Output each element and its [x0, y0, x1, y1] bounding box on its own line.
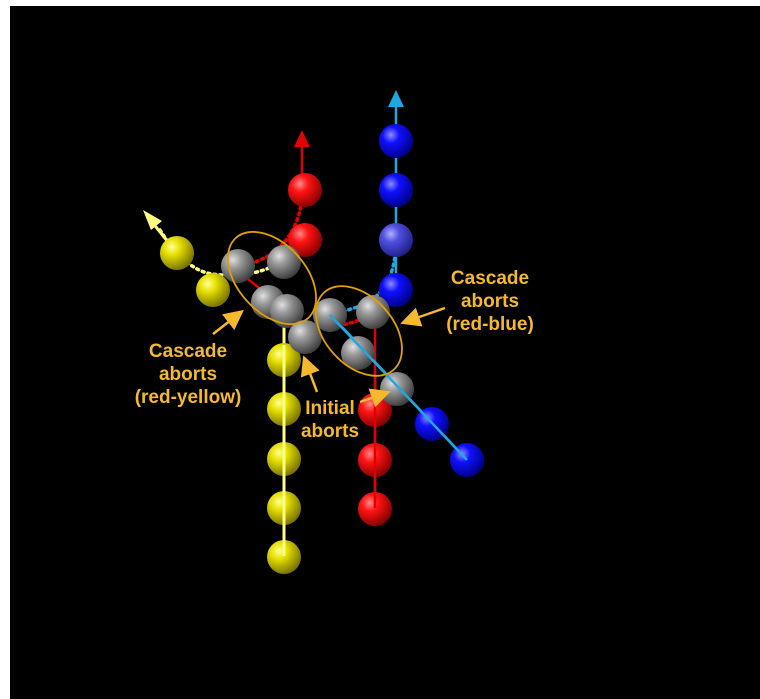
red-sphere: [288, 173, 322, 207]
blue-diagonal-line-overlay: [329, 314, 468, 461]
arrow-red-yellow-icon: [212, 309, 244, 335]
blue-sphere: [379, 124, 413, 158]
blue-sphere: [379, 223, 413, 257]
gray-spheres: [221, 245, 414, 406]
yellow-sphere: [160, 236, 194, 270]
gray-sphere: [288, 320, 322, 354]
red-blue-cascade-ellipse: [315, 285, 403, 377]
initial-aborts-label: Initial aborts: [300, 398, 360, 442]
red-sphere: [358, 492, 392, 526]
yellow-arrowhead-icon: [143, 210, 162, 230]
gray-sphere: [341, 336, 375, 370]
gray-sphere: [221, 249, 255, 283]
red-yellow-cascade-ellipse: [227, 230, 317, 326]
yellow-sphere: [267, 540, 301, 574]
red-arrowhead-icon: [294, 130, 310, 147]
cascade-red-blue-label: Cascade aborts (red-blue): [446, 268, 534, 335]
blue-arrowhead-icon: [388, 90, 404, 107]
red-sphere: [288, 223, 322, 257]
arrow-red-blue-icon: [400, 306, 446, 327]
diagram-canvas: Cascade aborts (red-yellow) Cascade abor…: [10, 6, 760, 699]
arrow-initial-up-icon: [300, 355, 320, 393]
blue-sphere: [379, 273, 413, 307]
cascade-red-yellow-label: Cascade aborts (red-yellow): [134, 341, 242, 408]
yellow-sphere: [196, 273, 230, 307]
gray-sphere: [356, 295, 390, 329]
gray-sphere: [270, 294, 304, 328]
gray-sphere: [380, 372, 414, 406]
transaction-abort-diagram: [143, 90, 484, 574]
arrow-initial-right-icon: [359, 388, 391, 408]
blue-sphere: [379, 173, 413, 207]
gray-sphere: [267, 245, 301, 279]
